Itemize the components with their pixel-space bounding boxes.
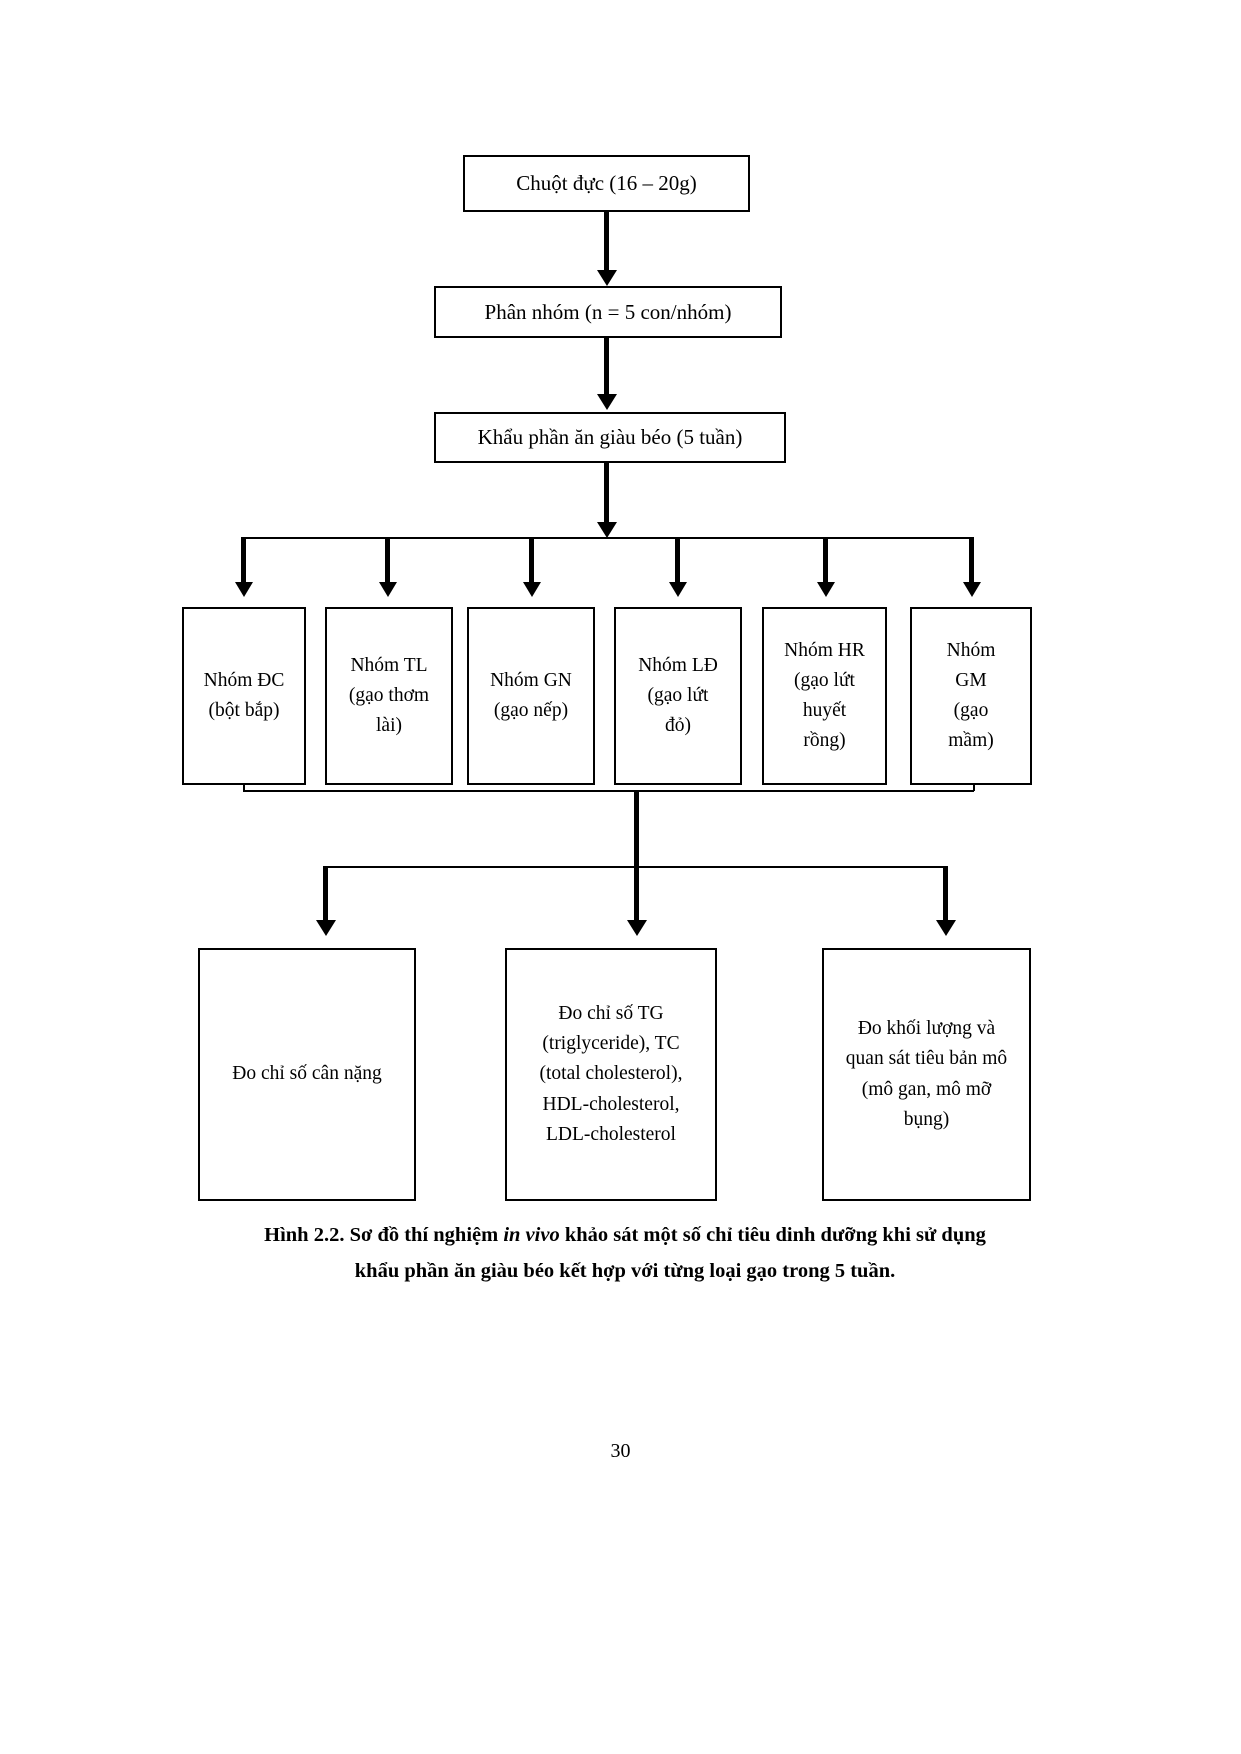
group-hr-line-2: huyết	[802, 700, 847, 721]
group-hr-line-1: (gạo lứt	[794, 669, 855, 691]
group-box-hr: Nhóm HR (gạo lứt huyết rồng)	[762, 607, 887, 785]
arrowhead-result-weight	[316, 920, 336, 936]
page-number: 30	[610, 1440, 631, 1462]
arrowhead-group-hr	[817, 582, 835, 597]
connector-merge-to-results-fan	[634, 790, 639, 868]
group-hr-line-3: rồng)	[803, 730, 846, 752]
group-tl-line-0: Nhóm TL	[350, 654, 428, 676]
group-ld-line-0: Nhóm LĐ	[638, 654, 718, 676]
drop-line-group-gn	[529, 537, 534, 585]
caption-suffix: khảo sát một số chỉ tiêu dinh dưỡng khi …	[559, 1224, 986, 1246]
connector-diet-to-fan	[604, 463, 609, 526]
group-hr-line-0: Nhóm HR	[784, 639, 865, 661]
result-lipid-line-0: Đo chỉ số TG	[558, 1002, 664, 1024]
arrowhead-group-to-diet	[597, 394, 617, 410]
caption-line-2: khẩu phần ăn giàu béo kết hợp với từng l…	[354, 1259, 896, 1282]
group-dc-line-1: (bột bắp)	[208, 700, 280, 721]
caption-prefix: Hình 2.2. Sơ đồ thí nghiệm	[264, 1224, 504, 1246]
node-diet-box: Khẩu phần ăn giàu béo (5 tuần)	[434, 412, 786, 463]
node-grouping-line-0: Phân nhóm (n = 5 con/nhóm)	[484, 299, 732, 324]
group-box-gn: Nhóm GN (gạo nếp)	[467, 607, 595, 785]
group-tl-line-2: lài)	[376, 715, 402, 737]
drop-line-result-lipid	[634, 866, 639, 924]
result-lipid-line-3: HDL-cholesterol,	[542, 1093, 680, 1115]
drop-line-group-gm	[969, 537, 974, 585]
drop-line-group-ld	[675, 537, 680, 585]
connector-mice-to-group	[604, 212, 609, 272]
result-lipid-line-1: (triglyceride), TC	[542, 1033, 680, 1055]
group-gn-line-1: (gạo nếp)	[493, 700, 569, 721]
merge-tick-gm	[973, 785, 975, 791]
result-box-lipid: Đo chỉ số TG (triglyceride), TC (total c…	[505, 948, 717, 1201]
group-dc-line-0: Nhóm ĐC	[203, 669, 285, 691]
group-tl-line-1: (gạo thơm	[348, 684, 430, 706]
result-tissue-line-0: Đo khối lượng và	[857, 1018, 996, 1040]
result-tissue-line-2: (mô gan, mô mỡ	[861, 1078, 992, 1100]
arrowhead-result-tissue	[936, 920, 956, 936]
node-diet-line-0: Khẩu phần ăn giàu béo (5 tuần)	[477, 425, 743, 450]
node-mice-box: Chuột đực (16 – 20g)	[463, 155, 750, 212]
group-box-dc: Nhóm ĐC (bột bắp)	[182, 607, 306, 785]
figure-caption: Hình 2.2. Sơ đồ thí nghiệm in vivo khảo …	[150, 1218, 1100, 1290]
fanout-rail-top	[243, 537, 974, 539]
group-ld-line-2: đỏ)	[665, 715, 691, 737]
arrowhead-group-ld	[669, 582, 687, 597]
group-box-gm: Nhóm GM (gạo mầm)	[910, 607, 1032, 785]
merge-rail-groups	[243, 790, 974, 792]
drop-line-result-tissue	[943, 866, 948, 924]
group-gm-line-2: (gạo	[953, 700, 989, 721]
arrowhead-mice-to-group	[597, 270, 617, 286]
caption-italic-invivo: in vivo	[503, 1224, 560, 1246]
arrowhead-group-tl	[379, 582, 397, 597]
result-tissue-line-3: bụng)	[903, 1108, 950, 1130]
group-ld-line-1: (gạo lứt	[647, 684, 709, 706]
arrowhead-group-dc	[235, 582, 253, 597]
group-gm-line-0: Nhóm	[946, 639, 996, 661]
result-lipid-line-2: (total cholesterol),	[539, 1063, 683, 1085]
result-weight-line-0: Đo chỉ số cân nặng	[232, 1063, 382, 1085]
group-box-tl: Nhóm TL (gạo thơm lài)	[325, 607, 453, 785]
result-tissue-line-1: quan sát tiêu bản mô	[845, 1048, 1008, 1070]
drop-line-group-tl	[385, 537, 390, 585]
drop-line-group-hr	[823, 537, 828, 585]
node-mice-line-0: Chuột đực (16 – 20g)	[516, 171, 697, 196]
arrowhead-diet-to-fan	[597, 522, 617, 538]
arrowhead-group-gm	[963, 582, 981, 597]
drop-line-result-weight	[323, 866, 328, 924]
drop-line-group-dc	[241, 537, 246, 585]
arrowhead-result-lipid	[627, 920, 647, 936]
connector-group-to-diet	[604, 338, 609, 396]
merge-tick-dc	[243, 785, 245, 791]
group-gn-line-0: Nhóm GN	[490, 669, 572, 691]
result-box-tissue: Đo khối lượng và quan sát tiêu bản mô (m…	[822, 948, 1031, 1201]
result-lipid-line-4: LDL-cholesterol	[546, 1123, 676, 1145]
arrowhead-group-gn	[523, 582, 541, 597]
result-box-weight: Đo chỉ số cân nặng	[198, 948, 416, 1201]
group-box-ld: Nhóm LĐ (gạo lứt đỏ)	[614, 607, 742, 785]
group-gm-line-3: mầm)	[948, 730, 994, 752]
node-grouping-box: Phân nhóm (n = 5 con/nhóm)	[434, 286, 782, 338]
group-gm-line-1: GM	[955, 669, 987, 691]
